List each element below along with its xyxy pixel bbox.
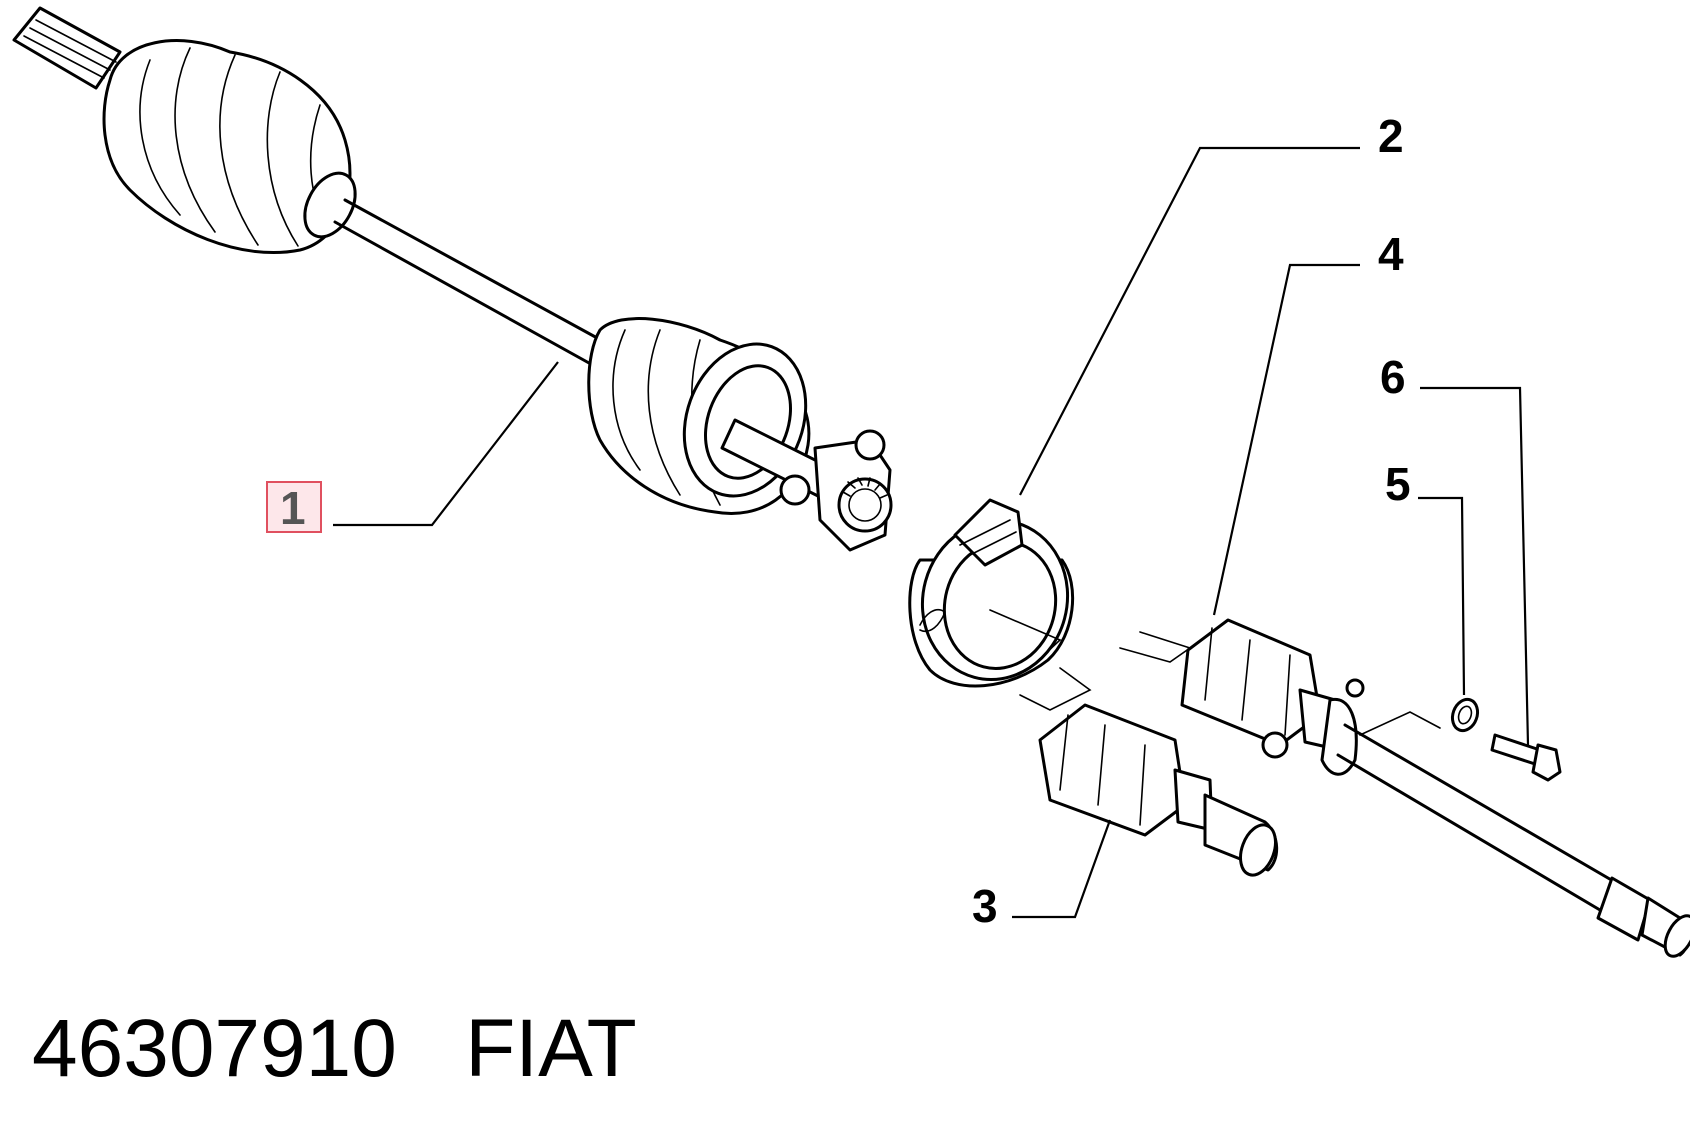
- callout-1[interactable]: 1: [266, 481, 322, 534]
- callout-2-label[interactable]: 2: [1378, 110, 1404, 162]
- callout-1-label: 1: [280, 482, 306, 534]
- callout-3-label[interactable]: 3: [972, 880, 998, 932]
- part-caption: 46307910 FIAT: [32, 1008, 637, 1090]
- brand-name: FIAT: [465, 1003, 637, 1094]
- leader-lines: [333, 146, 1530, 919]
- washer: [1450, 697, 1480, 733]
- callout-6-label[interactable]: 6: [1380, 351, 1406, 403]
- callout-4-label[interactable]: 4: [1378, 228, 1404, 280]
- inner-joint-housing: [989, 609, 1279, 877]
- inner-joint-shaft: [1119, 618, 1690, 958]
- boot-clamp: [908, 498, 1075, 688]
- callout-5-label[interactable]: 5: [1385, 458, 1411, 510]
- callout-1-highlight-box: [266, 481, 322, 533]
- bolt: [1490, 733, 1562, 782]
- part-number: 46307910: [32, 1003, 397, 1094]
- drive-shaft-assembly: [12, 6, 893, 552]
